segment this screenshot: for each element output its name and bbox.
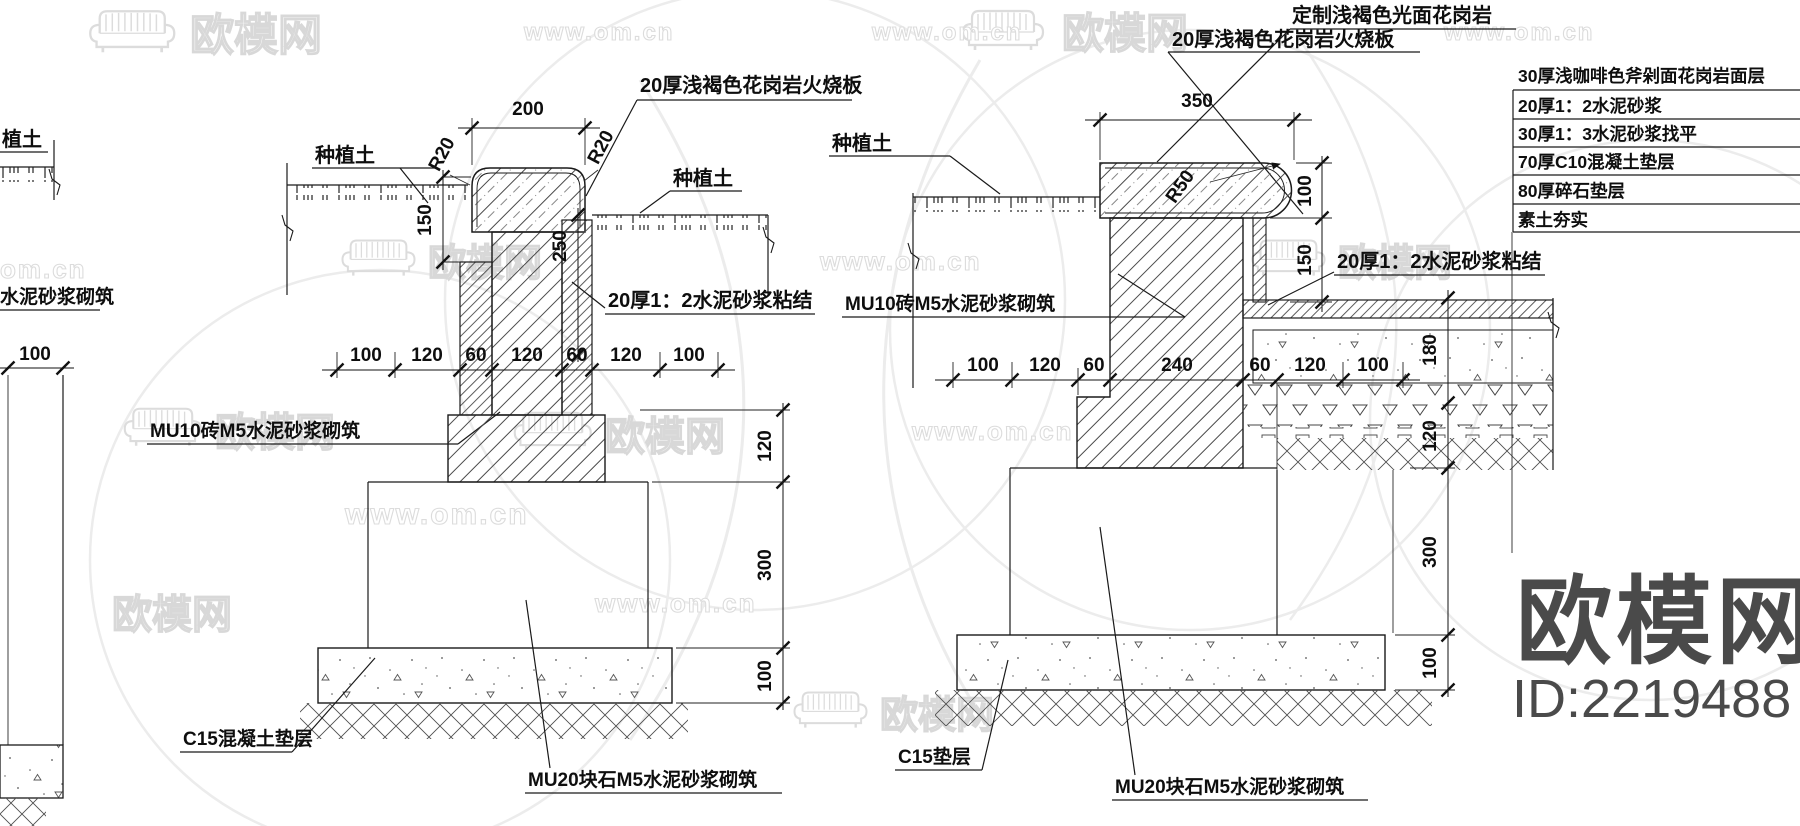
left-r20-right: R20 [584,127,619,168]
right-hdim-6: 100 [1357,355,1389,376]
watermark-brand: 欧模网 [605,415,725,459]
sofa-icon [341,239,416,277]
stamp-brand: 欧模网 [1516,569,1800,676]
left-partial-detail: 植土 水泥砂浆砌筑 100 [0,127,114,826]
right-hdim-2: 60 [1083,355,1104,376]
left-dim-150: 150 [415,204,436,236]
right-dim-350: 350 [1181,91,1213,112]
right-cap-label: 20厚浅褐色花岗岩火烧板 [1172,27,1395,51]
left-hdim-5: 120 [610,345,642,366]
watermark-url: www.om.cn [523,19,674,46]
right-soil-label: 种植土 [831,131,892,155]
left-hdim-1: 120 [411,345,443,366]
watermark-brand: 欧模网 [190,11,322,60]
watermark-brand: 欧模网 [112,593,232,637]
pavement-layers-table: 30厚浅咖啡色斧剁面花岗岩面层 20厚1：2水泥砂浆 30厚1：3水泥砂浆找平 … [1512,66,1800,233]
left-hdim-3: 120 [511,345,543,366]
layer-row-5: 素土夯实 [1518,210,1588,230]
stamp-id: ID:2219488 [1512,669,1791,729]
right-hdim-3: 240 [1161,355,1193,376]
partial-masonry-label: 水泥砂浆砌筑 [0,285,114,308]
right-hdim-5: 120 [1294,355,1326,376]
right-custom-granite-label: 定制浅褐色光面花岗岩 [1292,3,1492,27]
left-hdim-2: 60 [465,345,486,366]
right-dim-100: 100 [1295,175,1316,207]
watermark-url: www.om.cn [911,416,1074,446]
right-bond-label: 20厚1：2水泥砂浆粘结 [1337,249,1542,273]
left-soil-right-label: 种植土 [672,166,733,190]
watermark-brand: 欧模网 [1338,243,1452,285]
right-vdim-0: 180 [1420,334,1441,366]
left-hdim-6: 100 [673,345,705,366]
watermark-brand: 欧模网 [1062,10,1188,57]
left-soil-left-label: 种植土 [314,143,375,167]
left-wall-label: MU10砖M5水泥砂浆砌筑 [150,419,360,442]
right-vdim-1: 120 [1420,420,1441,452]
watermark-url-short: om.cn [0,254,87,284]
partial-soil-label: 植土 [2,127,42,151]
right-c15-label: C15垫层 [898,746,971,768]
left-dim-250: 250 [550,230,571,262]
watermark-url: www.om.cn [594,588,757,618]
left-hdim-0: 100 [350,345,382,366]
watermark-circles [88,0,1800,826]
right-hdim-0: 100 [967,355,999,376]
partial-dim-100: 100 [19,344,51,365]
layer-row-0: 30厚浅咖啡色斧剁面花岗岩面层 [1518,66,1765,86]
left-mu20-label: MU20块石M5水泥砂浆砌筑 [528,768,757,791]
left-vdim-0: 120 [755,430,776,462]
left-vdim-1: 300 [755,549,776,581]
left-bond-label: 20厚1：2水泥砂浆粘结 [608,288,813,312]
right-vdim-3: 100 [1420,647,1441,679]
left-wall-detail: 20厚浅褐色花岗岩火烧板 200 R20 R20 种植土 种植土 150 250… [147,73,863,794]
watermark-brand: 欧模网 [215,411,335,455]
watermark-url: www.om.cn [1443,19,1594,46]
left-cap-label: 20厚浅褐色花岗岩火烧板 [640,73,863,97]
site-stamp: 欧模网 ID:2219488 [1512,569,1800,729]
sofa-icon [88,9,176,54]
layer-row-1: 20厚1：2水泥砂浆 [1518,96,1662,116]
layer-row-2: 30厚1：3水泥砂浆找平 [1518,124,1697,144]
watermark-url: www.om.cn [819,246,982,276]
layer-row-3: 70厚C10混凝土垫层 [1518,152,1675,172]
left-hdim-4: 60 [566,345,587,366]
right-dim-150: 150 [1295,244,1316,276]
left-c15-label: C15混凝土垫层 [183,727,313,750]
right-wall-label: MU10砖M5水泥砂浆砌筑 [845,292,1055,315]
left-dim-200: 200 [512,99,544,120]
sofa-icon [22,590,99,628]
left-vdim-2: 100 [755,660,776,692]
left-r20-left: R20 [425,134,460,175]
sofa-icon [793,691,868,729]
layer-row-4: 80厚碎石垫层 [1518,181,1625,201]
right-wall-detail: 定制浅褐色光面花岗岩 20厚浅褐色花岗岩火烧板 30厚浅咖啡色斧剁面花岗岩面层 … [829,3,1800,801]
right-mu20-label: MU20块石M5水泥砂浆砌筑 [1115,775,1344,798]
watermark-url: www.om.cn [871,19,1022,46]
watermark-url: www.om.cn [344,498,529,531]
right-vdim-2: 300 [1420,536,1441,568]
right-hdim-1: 120 [1029,355,1061,376]
right-hdim-4: 60 [1249,355,1270,376]
